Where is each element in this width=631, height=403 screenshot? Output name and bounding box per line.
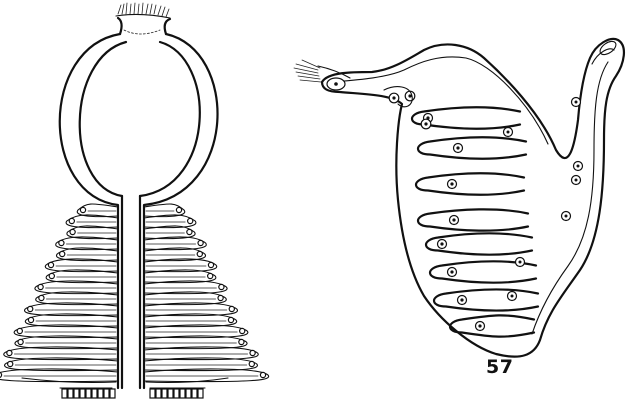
duct-nucleus [511, 295, 514, 298]
tubule-nucleus [460, 298, 463, 301]
lamella-cell [80, 207, 85, 212]
basal-cell [92, 389, 97, 398]
lamella-cell [18, 339, 23, 344]
lamella-cell [228, 317, 233, 322]
neck-nucleus [408, 94, 411, 97]
tubule-nucleus [440, 242, 443, 245]
lamella-cell [28, 306, 33, 311]
central-duct [118, 196, 144, 388]
basal-cell-row [22, 378, 228, 398]
tubule-nucleus [456, 146, 459, 149]
basal-cell [68, 389, 73, 398]
lamella-cell [219, 284, 224, 289]
tubule-loop [418, 209, 528, 230]
lamella-cell [188, 218, 193, 223]
lamella-cell [187, 229, 192, 234]
neck-nucleus [392, 96, 395, 99]
tubule-loop [418, 137, 526, 158]
lamella-cell [0, 372, 2, 377]
lamella-cell [176, 207, 181, 212]
lamella-cell [208, 262, 213, 267]
basal-cell [180, 389, 185, 398]
duct-cells [504, 98, 583, 301]
basal-cell [80, 389, 85, 398]
lamella-cell [249, 361, 254, 366]
tubule-nucleus [450, 182, 453, 185]
basal-cell [86, 389, 91, 398]
basal-cell [174, 389, 179, 398]
lamella-cell [39, 295, 44, 300]
tubule-loop [434, 289, 538, 310]
lamella-cell [229, 306, 234, 311]
basal-cell [150, 389, 155, 398]
duct-nucleus [507, 131, 510, 134]
lamella-cell [208, 273, 213, 278]
lamella-cell [59, 240, 64, 245]
basal-cell [110, 389, 115, 398]
basal-cell [62, 389, 67, 398]
lamella-cell [69, 218, 74, 223]
duct-opening [598, 39, 618, 58]
duct-nucleus [577, 165, 580, 168]
lamella-cell [17, 328, 22, 333]
lamella-cell [48, 262, 53, 267]
lamella-cell [240, 328, 245, 333]
lamella-cell [239, 339, 244, 344]
lamella-cell [250, 350, 255, 355]
basal-cell [74, 389, 79, 398]
vesicle-neck [118, 18, 170, 34]
basal-cell [186, 389, 191, 398]
duct-nucleus [575, 101, 578, 104]
basal-cell [192, 389, 197, 398]
tubule-nucleus [452, 218, 455, 221]
cilia-tuft [116, 3, 170, 18]
duct-nucleus [575, 179, 578, 182]
spherical-vesicle [60, 34, 218, 208]
tubule-nucleus [478, 324, 481, 327]
duct-nucleus [565, 215, 568, 218]
lamellae-stack [0, 204, 269, 382]
tubule-loop [416, 173, 524, 194]
lamella-cell [28, 317, 33, 322]
lamella-cell [49, 273, 54, 278]
basal-cell [168, 389, 173, 398]
lamella-cell [197, 251, 202, 256]
tubule-loop [450, 315, 534, 336]
tubule-nucleus [450, 270, 453, 273]
basal-cell [198, 389, 203, 398]
lamella-cell [198, 240, 203, 245]
basal-cell [98, 389, 103, 398]
lamella-cell [8, 361, 13, 366]
lamella-cell [7, 350, 12, 355]
figure-number: 57 [486, 356, 513, 378]
tip-cell [327, 78, 345, 90]
lamella-cell [70, 229, 75, 234]
lamella-cell [60, 251, 65, 256]
basal-cell [156, 389, 161, 398]
basal-cell [162, 389, 167, 398]
lamella-cell [38, 284, 43, 289]
lamella-cell [218, 295, 223, 300]
lamella-cell [260, 372, 265, 377]
right-convoluted-gland-illustration [294, 39, 624, 357]
duct-nucleus [519, 261, 522, 264]
basal-cell [104, 389, 109, 398]
left-gland-illustration [0, 3, 269, 398]
neck-nucleus [424, 122, 427, 125]
